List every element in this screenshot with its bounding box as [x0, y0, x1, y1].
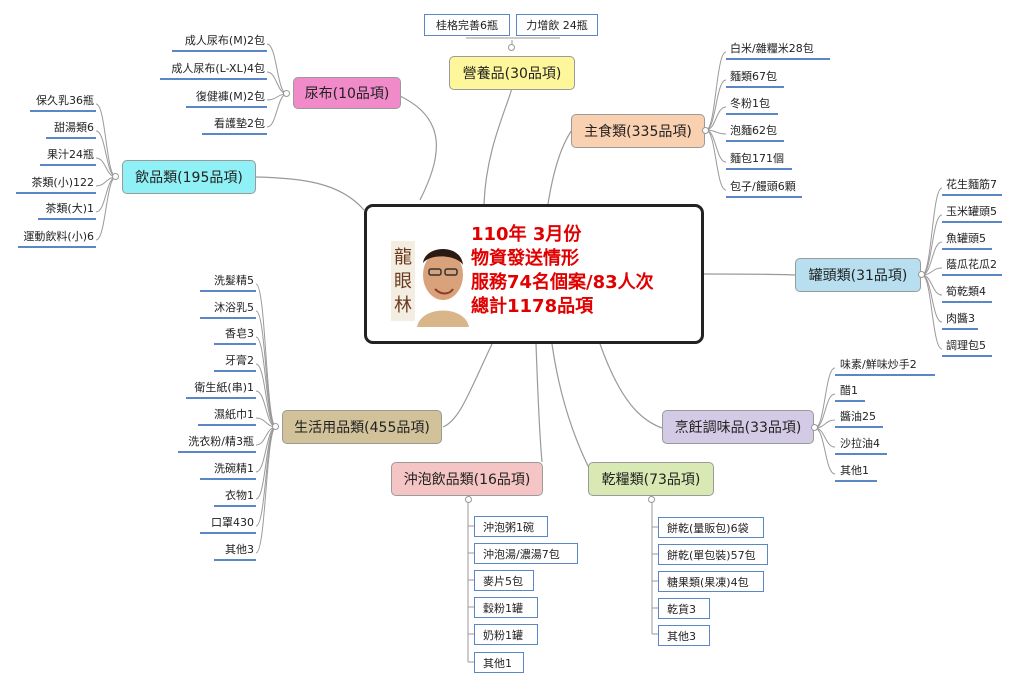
seasoning-item: 醋1: [840, 384, 858, 397]
daily-item: 口罩430: [211, 516, 254, 529]
canned-item: 調理包5: [946, 339, 986, 352]
category-staple[interactable]: 主食類(335品項): [571, 114, 705, 148]
category-dry[interactable]: 乾糧類(73品項): [588, 462, 714, 496]
collapse-toggle[interactable]: [272, 423, 279, 430]
category-drinks[interactable]: 飲品類(195品項): [122, 160, 256, 194]
daily-item: 濕紙巾1: [214, 408, 254, 421]
canned-item: 蔭瓜花瓜2: [946, 258, 997, 271]
collapse-toggle[interactable]: [465, 496, 472, 503]
brew-item: 麥片5包: [474, 570, 534, 591]
connector-seasoning: [599, 343, 663, 429]
daily-item: 香皂3: [225, 327, 254, 340]
dry-item: 餅乾(單包裝)57包: [658, 544, 768, 565]
logo-char-3: 林: [394, 295, 412, 316]
connector-nutrition: [483, 87, 513, 205]
dry-item: 糖果類(果凍)4包: [658, 571, 764, 592]
canned-item: 魚罐頭5: [946, 232, 986, 245]
dry-item: 其他3: [658, 625, 710, 646]
collapse-toggle[interactable]: [112, 173, 119, 180]
daily-item: 衛生紙(串)1: [194, 381, 254, 394]
category-seasoning[interactable]: 烹飪調味品(33品項): [662, 410, 814, 444]
daily-item: 其他3: [225, 543, 254, 556]
drinks-item: 保久乳36瓶: [36, 94, 94, 107]
seasoning-item: 沙拉油4: [840, 437, 880, 450]
daily-item: 衣物1: [225, 489, 254, 502]
brew-item: 其他1: [474, 652, 524, 673]
brew-item: 奶粉1罐: [474, 624, 538, 645]
seasoning-item: 其他1: [840, 464, 869, 477]
brew-item: 穀粉1罐: [474, 597, 538, 618]
daily-item: 牙膏2: [225, 354, 254, 367]
category-brew[interactable]: 沖泡飲品類(16品項): [391, 462, 543, 496]
diaper-item: 看護墊2包: [214, 117, 265, 130]
dry-item: 餅乾(量販包)6袋: [658, 517, 764, 538]
collapse-toggle[interactable]: [811, 424, 818, 431]
staple-item: 冬粉1包: [730, 97, 770, 110]
drinks-item: 果汁24瓶: [47, 148, 94, 161]
staple-item: 包子/饅頭6顆: [730, 180, 796, 193]
diaper-item: 成人尿布(L-XL)4包: [171, 62, 265, 75]
center-line-2: 物資發送情形: [471, 248, 579, 269]
center-headline: 110年 3月份 物資發送情形 服務74名個案/83人次 總計1178品項: [471, 223, 654, 319]
center-summary-box: 龍 眼 林 110年 3月份 物資發送情形 服務74名個案/83人次 總計117…: [364, 204, 704, 344]
connector-daily: [442, 343, 493, 428]
category-diaper[interactable]: 尿布(10品項): [293, 77, 401, 109]
collapse-toggle[interactable]: [918, 271, 925, 278]
seasoning-item: 醬油25: [840, 410, 876, 423]
logo-char-2: 眼: [394, 271, 412, 292]
canned-item: 玉米罐頭5: [946, 205, 997, 218]
center-line-3: 服務74名個案/83人次: [471, 272, 654, 293]
collapse-toggle[interactable]: [702, 127, 709, 134]
canned-item: 花生麵筋7: [946, 178, 997, 191]
collapse-toggle[interactable]: [508, 44, 515, 51]
drinks-item: 茶類(大)1: [45, 202, 94, 215]
seasoning-item: 味素/鮮味炒手2: [840, 358, 917, 371]
category-canned[interactable]: 罐頭類(31品項): [795, 258, 921, 292]
center-line-1: 110年 3月份: [471, 224, 582, 245]
diaper-item: 復健褲(M)2包: [195, 90, 265, 103]
staple-item: 麵類67包: [730, 70, 777, 83]
drinks-item: 運動飲料(小)6: [23, 230, 94, 243]
brew-item: 沖泡湯/濃湯7包: [474, 543, 578, 564]
drinks-item: 甜湯類6: [54, 121, 94, 134]
connector-canned: [703, 273, 796, 276]
canned-item: 肉醬3: [946, 312, 975, 325]
brew-item: 沖泡粥1碗: [474, 516, 548, 537]
daily-item: 洗髮精5: [214, 274, 254, 287]
nutrition-item: 桂格完善6瓶: [424, 14, 510, 36]
nutrition-item: 力增飲 24瓶: [516, 14, 598, 36]
collapse-toggle[interactable]: [648, 496, 655, 503]
daily-item: 洗碗精1: [214, 462, 254, 475]
diaper-item: 成人尿布(M)2包: [184, 34, 265, 47]
center-line-4: 總計1178品項: [471, 296, 594, 317]
logo-char-1: 龍: [394, 247, 412, 268]
staple-item: 泡麵62包: [730, 124, 777, 137]
canned-item: 筍乾類4: [946, 285, 986, 298]
connector-brew: [535, 343, 543, 463]
drinks-item: 茶類(小)122: [31, 176, 94, 189]
daily-item: 沐浴乳5: [214, 301, 254, 314]
staple-item: 麵包171個: [730, 152, 784, 165]
connector-diaper: [399, 95, 437, 201]
category-nutrition[interactable]: 營養品(30品項): [449, 56, 575, 90]
connector-drinks: [255, 176, 365, 211]
longyanlin-logo: 龍 眼 林: [391, 241, 469, 327]
connector-staple: [547, 129, 573, 205]
collapse-toggle[interactable]: [283, 90, 290, 97]
staple-item: 白米/雜糧米28包: [730, 42, 814, 55]
dry-item: 乾貨3: [658, 598, 710, 619]
connector-dry: [551, 343, 591, 471]
daily-item: 洗衣粉/精3瓶: [188, 435, 254, 448]
category-daily[interactable]: 生活用品類(455品項): [282, 410, 442, 444]
